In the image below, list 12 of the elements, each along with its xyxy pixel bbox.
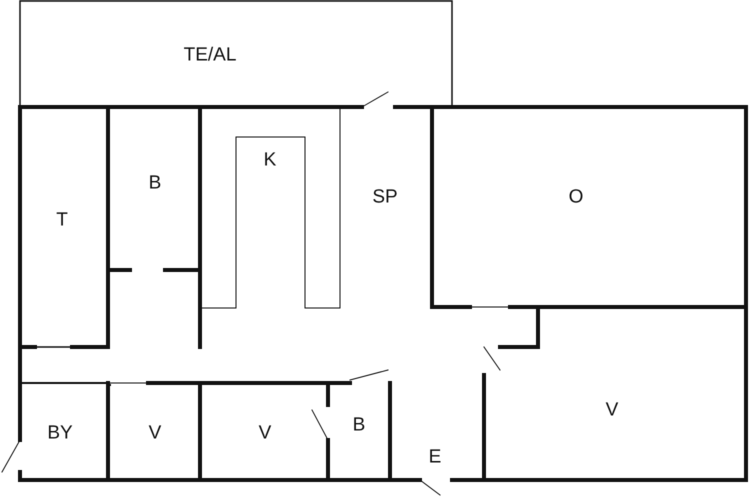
room-label: E bbox=[428, 448, 442, 466]
room-label: B bbox=[148, 174, 162, 192]
room-label: SP bbox=[372, 188, 398, 206]
room-label: O bbox=[568, 188, 584, 206]
room-label: K bbox=[264, 150, 276, 170]
room-label: T bbox=[56, 210, 68, 230]
room-label: V bbox=[258, 424, 272, 442]
room-label: V bbox=[148, 424, 162, 442]
room-label: B bbox=[352, 416, 366, 434]
room-label: V bbox=[606, 400, 618, 420]
room-label: TE/AL bbox=[184, 46, 236, 64]
room-label: BY bbox=[47, 424, 73, 442]
